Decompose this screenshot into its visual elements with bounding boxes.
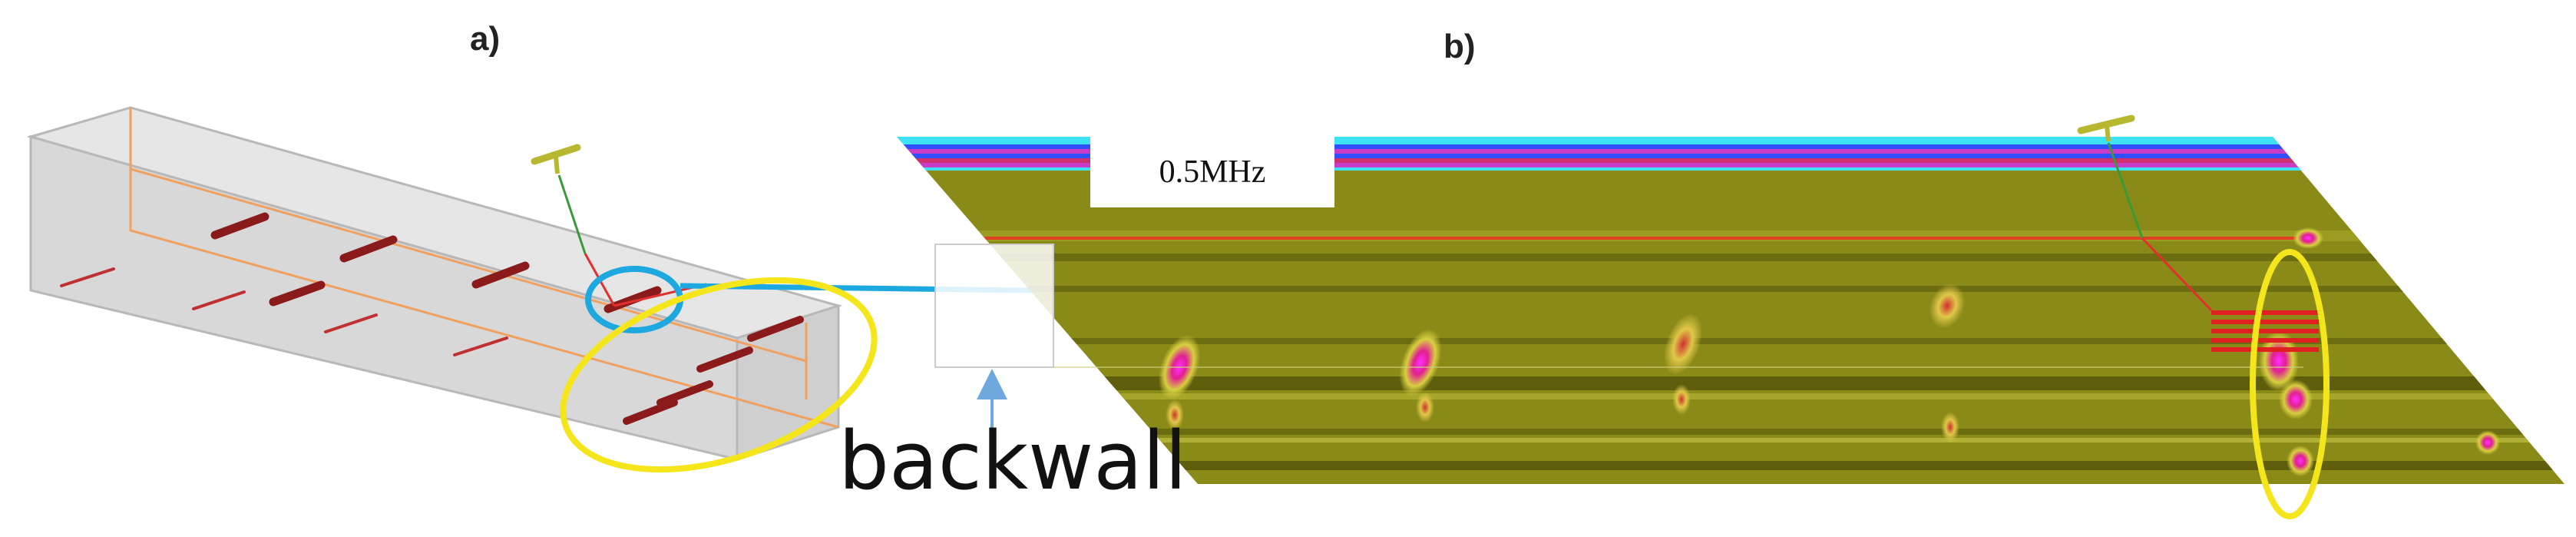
defect-mark	[192, 290, 246, 310]
defect-mark	[60, 267, 115, 287]
defect-mark	[210, 212, 270, 240]
block-model	[26, 106, 843, 462]
transducer-probe-icon	[2077, 114, 2213, 312]
scan-bands	[897, 230, 2564, 470]
defect-mark	[471, 261, 530, 289]
defects-lower	[60, 267, 508, 356]
frequency-label: 0.5MHz	[1090, 137, 1334, 207]
scan-backwall-stack	[2211, 310, 2319, 352]
defect-mark	[269, 280, 326, 307]
panel-label-a: a)	[470, 20, 501, 58]
defect-mark	[656, 380, 713, 406]
defect-mark	[324, 313, 378, 333]
highlight-ellipse-yellow-a	[560, 277, 878, 473]
scan-top-stripes	[897, 137, 2564, 171]
highlight-ellipse-yellow-b	[2250, 249, 2330, 519]
defect-mark	[339, 235, 398, 263]
defect-mark	[453, 336, 508, 356]
defect-mark	[623, 399, 678, 425]
panel-label-b: b)	[1443, 28, 1476, 65]
backwall-label: backwall	[838, 414, 1187, 508]
block-inner-edge-2	[130, 167, 807, 363]
defects-backwall-region	[623, 316, 804, 425]
backwall-box	[934, 244, 1054, 368]
defect-mark	[747, 316, 804, 342]
block-inner-edge	[129, 108, 839, 429]
defect-mark	[696, 346, 753, 373]
